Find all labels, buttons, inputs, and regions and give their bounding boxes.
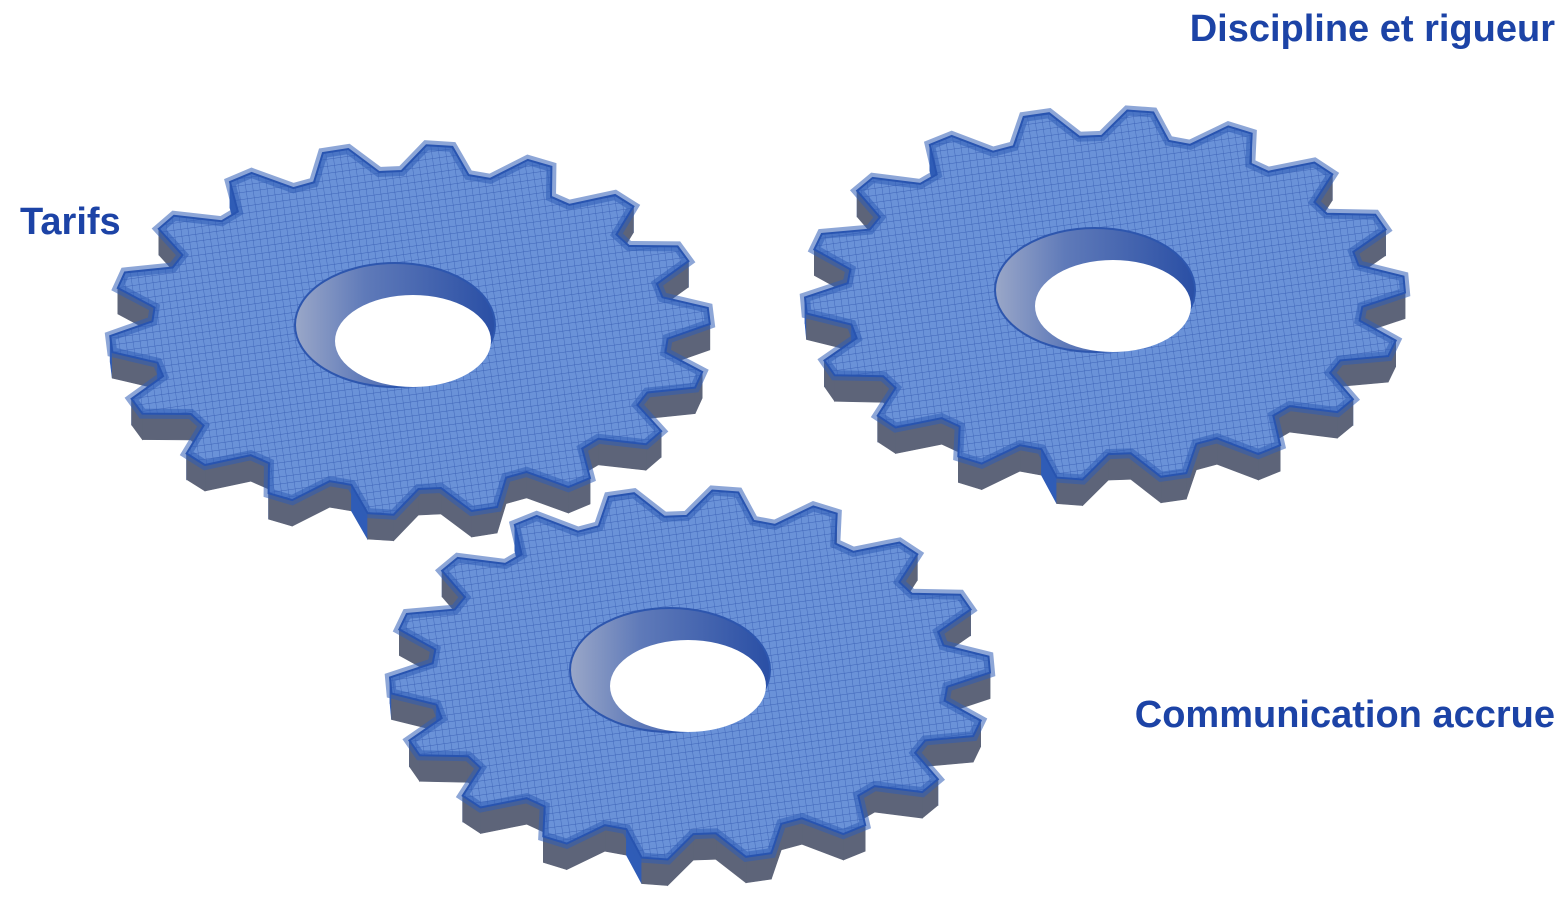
label-communication-accrue: Communication accrue — [1134, 694, 1555, 736]
gear-rim — [104, 140, 716, 520]
label-discipline-et-rigueur: Discipline et rigueur — [1189, 8, 1555, 50]
gear-bottom — [384, 485, 996, 887]
label-tarifs: Tarifs — [20, 201, 121, 243]
gear-rim — [384, 485, 996, 865]
gear-rim — [799, 105, 1411, 485]
gear-hole-opening — [335, 295, 491, 387]
gear-hole-opening — [610, 640, 766, 732]
gear-right — [799, 105, 1411, 507]
gear-hole-opening — [1035, 260, 1191, 352]
gear-left — [104, 140, 716, 542]
